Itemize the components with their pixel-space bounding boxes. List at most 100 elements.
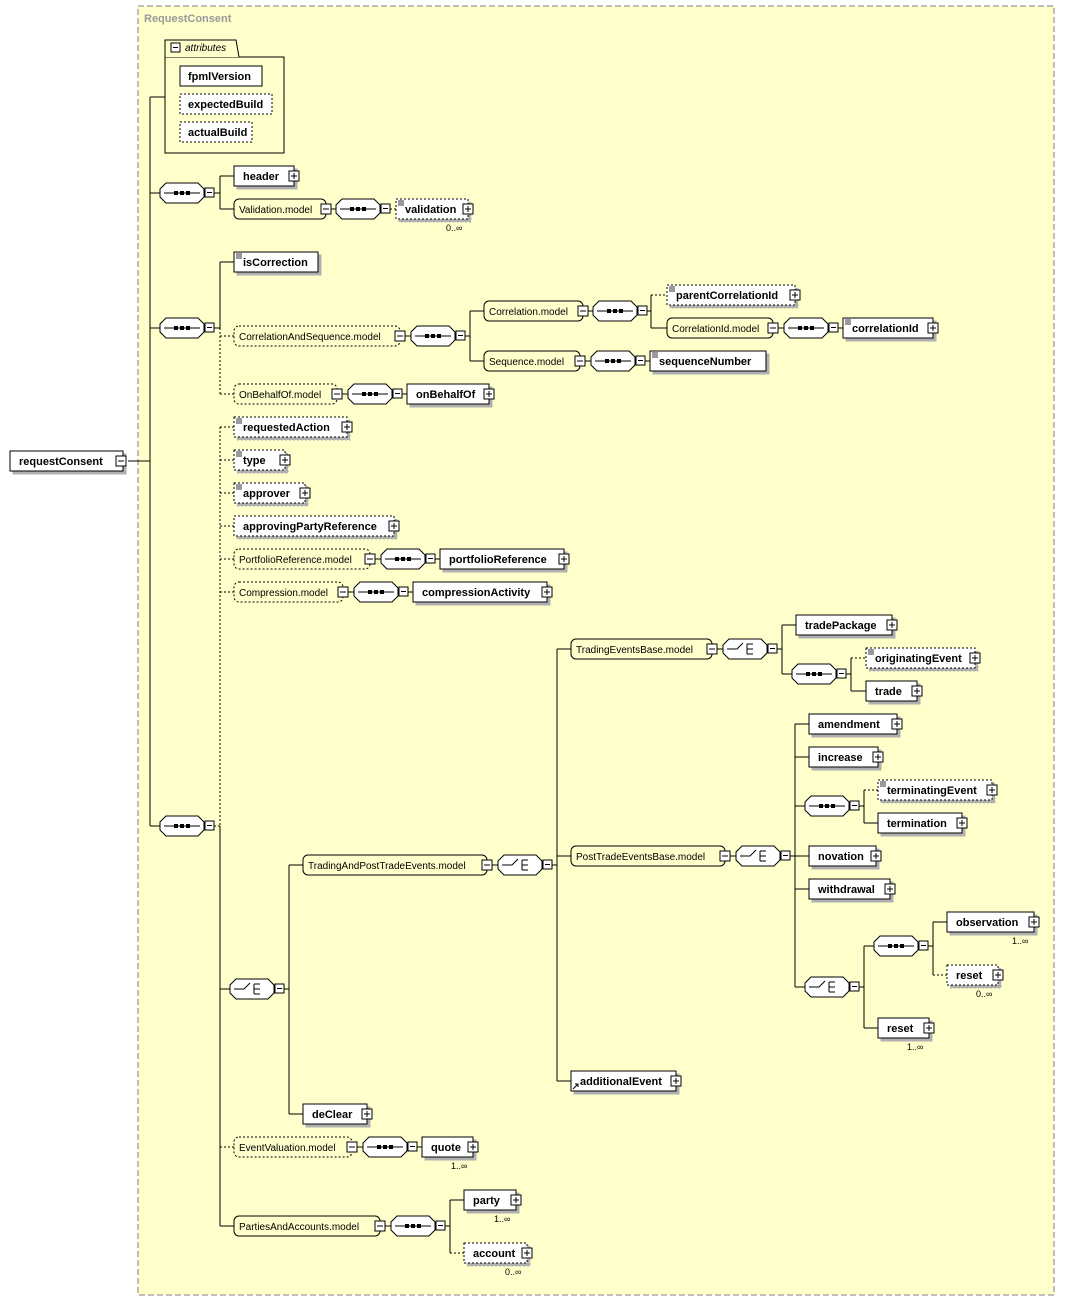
- validation-model-group[interactable]: Validation.model: [233, 198, 332, 220]
- expand-icon[interactable]: [388, 520, 400, 532]
- collapse-icon[interactable]: [481, 859, 493, 871]
- expand-icon[interactable]: [986, 784, 998, 796]
- expand-icon[interactable]: [789, 289, 801, 301]
- sequencenumber-element[interactable]: sequenceNumber: [649, 350, 767, 372]
- originatingevent-element[interactable]: originatingEvent: [865, 647, 981, 669]
- sequence-compositor-observation[interactable]: [873, 935, 929, 957]
- novation-element[interactable]: novation: [808, 845, 882, 867]
- collapse-icon[interactable]: [346, 1141, 358, 1153]
- collapse-icon[interactable]: [337, 586, 349, 598]
- type-element[interactable]: type: [233, 449, 291, 471]
- collapse-icon[interactable]: [767, 322, 779, 334]
- expand-icon[interactable]: [927, 322, 939, 334]
- compressionactivity-element[interactable]: compressionActivity: [412, 581, 553, 603]
- collapse-icon[interactable]: [574, 355, 586, 367]
- sequence-compositor-correlationid[interactable]: [783, 317, 839, 339]
- eventvaluation-model-group[interactable]: EventValuation.model: [233, 1136, 358, 1158]
- posttradeeventsbase-model-group[interactable]: PostTradeEventsBase.model: [570, 845, 731, 867]
- declear-element[interactable]: deClear: [302, 1103, 373, 1125]
- trade-element[interactable]: trade: [865, 680, 923, 702]
- collapse-icon[interactable]: [577, 305, 589, 317]
- compression-model-group[interactable]: Compression.model: [233, 581, 349, 603]
- collapse-icon[interactable]: [394, 330, 406, 342]
- sequence-compositor-main[interactable]: [159, 815, 215, 837]
- choice-compositor-reset[interactable]: [804, 976, 860, 998]
- onbehalfof-model-group[interactable]: OnBehalfOf.model: [233, 383, 343, 405]
- expand-icon[interactable]: [884, 883, 896, 895]
- sequence-compositor-header[interactable]: [159, 182, 215, 204]
- collapse-icon[interactable]: [706, 643, 718, 655]
- attribute-actualBuild[interactable]: actualBuild: [179, 121, 253, 143]
- iscorrection-element[interactable]: isCorrection: [233, 251, 319, 273]
- portfolioreference-element[interactable]: portfolioReference: [439, 548, 570, 570]
- sequence-compositor-originating-trade[interactable]: [791, 663, 847, 685]
- expand-icon[interactable]: [462, 203, 474, 215]
- increase-element[interactable]: increase: [808, 746, 884, 768]
- approvingpartyreference-element[interactable]: approvingPartyReference: [233, 515, 400, 537]
- correlationid-element[interactable]: correlationId: [842, 317, 939, 339]
- approver-element[interactable]: approver: [233, 482, 311, 504]
- expand-icon[interactable]: [541, 586, 553, 598]
- expand-icon[interactable]: [670, 1075, 682, 1087]
- choice-compositor-events[interactable]: [229, 978, 285, 1000]
- sequence-compositor-correlation[interactable]: [159, 317, 215, 339]
- expand-icon[interactable]: [992, 969, 1004, 981]
- attribute-fpmlVersion[interactable]: fpmlVersion: [179, 65, 263, 87]
- expand-icon[interactable]: [341, 421, 353, 433]
- onbehalfof-element[interactable]: onBehalfOf: [406, 383, 495, 405]
- correlationid-model-group[interactable]: CorrelationId.model: [666, 317, 779, 339]
- expand-icon[interactable]: [872, 751, 884, 763]
- expand-icon[interactable]: [288, 170, 300, 182]
- expand-icon[interactable]: [886, 619, 898, 631]
- expand-icon[interactable]: [467, 1141, 479, 1153]
- collapse-icon[interactable]: [115, 455, 127, 467]
- sequence-compositor-parties[interactable]: [390, 1215, 446, 1237]
- expand-icon[interactable]: [1028, 916, 1040, 928]
- sequence-compositor-correlation-and-sequence[interactable]: [410, 325, 466, 347]
- portfolioreference-model-group[interactable]: PortfolioReference.model: [233, 548, 376, 570]
- expand-icon[interactable]: [279, 454, 291, 466]
- header-element[interactable]: header: [233, 165, 300, 187]
- partiesandaccounts-model-group[interactable]: PartiesAndAccounts.model: [233, 1215, 386, 1237]
- termination-element[interactable]: termination: [877, 812, 968, 834]
- expand-icon[interactable]: [870, 850, 882, 862]
- sequence-model-group[interactable]: Sequence.model: [483, 350, 586, 372]
- sequence-compositor-quote[interactable]: [362, 1136, 418, 1158]
- collapse-icon[interactable]: [331, 388, 343, 400]
- additionalevent-element[interactable]: additionalEvent: [570, 1070, 682, 1092]
- terminatingevent-element[interactable]: terminatingEvent: [877, 779, 998, 801]
- tradingandposttradeevents-model-group[interactable]: TradingAndPostTradeEvents.model: [302, 854, 493, 876]
- expand-icon[interactable]: [521, 1247, 533, 1259]
- expand-icon[interactable]: [969, 652, 981, 664]
- expand-icon[interactable]: [911, 685, 923, 697]
- sequence-compositor-correlation-model[interactable]: [592, 300, 648, 322]
- expand-icon[interactable]: [483, 388, 495, 400]
- amendment-element[interactable]: amendment: [808, 713, 903, 735]
- sequence-compositor-onbehalfof[interactable]: [347, 383, 403, 405]
- sequence-compositor-sequence[interactable]: [590, 350, 646, 372]
- parentcorrelationid-element[interactable]: parentCorrelationId: [666, 284, 801, 306]
- withdrawal-element[interactable]: withdrawal: [808, 878, 896, 900]
- expand-icon[interactable]: [923, 1022, 935, 1034]
- root-element[interactable]: requestConsent: [9, 450, 127, 472]
- expand-icon[interactable]: [891, 718, 903, 730]
- correlation-model-group[interactable]: Correlation.model: [483, 300, 589, 322]
- choice-compositor-trading-events[interactable]: [722, 638, 778, 660]
- correlation-and-sequence-model-group[interactable]: CorrelationAndSequence.model: [233, 325, 406, 347]
- sequence-compositor-validation[interactable]: [335, 198, 391, 220]
- tradingeventsbase-model-group[interactable]: TradingEventsBase.model: [570, 638, 718, 660]
- choice-compositor-post-trade[interactable]: [735, 845, 791, 867]
- collapse-icon[interactable]: [364, 553, 376, 565]
- expand-icon[interactable]: [361, 1108, 373, 1120]
- sequence-compositor-portfolio[interactable]: [380, 548, 436, 570]
- collapse-icon[interactable]: [320, 203, 332, 215]
- collapse-icon[interactable]: [374, 1220, 386, 1232]
- collapse-icon[interactable]: [719, 850, 731, 862]
